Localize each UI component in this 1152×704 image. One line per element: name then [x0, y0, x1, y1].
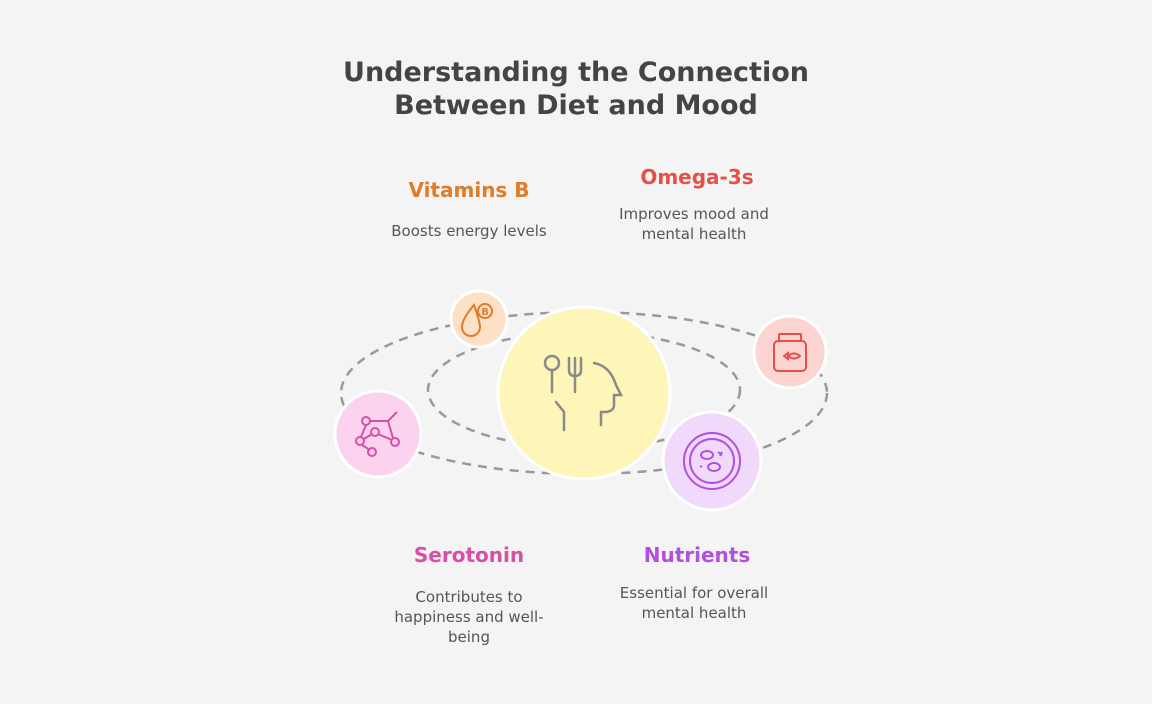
serotonin-heading: Serotonin: [413, 543, 525, 567]
outer-orbit: [339, 310, 829, 476]
head-with-utensils-icon: [496, 305, 672, 481]
omega-3s-description: Improves mood and mental health: [619, 205, 769, 243]
vitamins-b-heading: Vitamins B: [408, 178, 530, 202]
fish-oil-jar-icon: [752, 314, 828, 390]
title-line-2: Between Diet and Mood: [394, 90, 758, 121]
svg-text:B: B: [481, 307, 489, 318]
nutrients-description: Essential for overall mental health: [619, 584, 769, 622]
molecule-icon: [333, 389, 423, 479]
title-line-1: Understanding the Connection: [343, 57, 809, 88]
vitamin-b-drop-icon: B: [449, 289, 509, 349]
nutrients-heading: Nutrients: [643, 543, 751, 567]
omega-3s-heading: Omega-3s: [640, 165, 754, 189]
petri-dish-icon: [661, 410, 763, 512]
vitamins-b-description: Boosts energy levels: [391, 222, 547, 240]
serotonin-description: Contributes to happiness and well-being: [394, 588, 544, 646]
